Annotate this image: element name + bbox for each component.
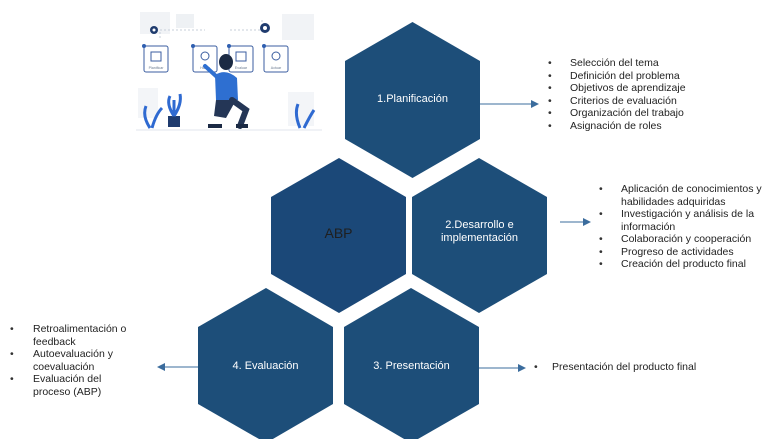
hexagon-label-line: 2.Desarrollo e — [445, 219, 514, 231]
list-item-line: Colaboración y cooperación — [621, 233, 752, 245]
list-item: Retroalimentación o feedback — [10, 323, 127, 348]
person-illustration — [203, 54, 250, 129]
list-item: Creación del producto final — [599, 258, 762, 271]
plant-icon — [143, 105, 164, 129]
tile-label: Actuar — [271, 66, 282, 70]
list-item: Selección del tema — [548, 57, 686, 70]
list-item-line: Aplicación de conocimientos y — [621, 183, 762, 195]
gear-icon — [150, 26, 158, 34]
list-presentacion: Presentación del producto final — [534, 361, 696, 374]
plant-icon — [167, 93, 182, 127]
list-item: Investigación y análisis de la informaci… — [599, 208, 762, 233]
list-evaluacion: Retroalimentación o feedback Autoevaluac… — [10, 323, 127, 398]
tile-label: Planificar — [149, 66, 165, 70]
hexagon-label-presentacion: 3. Presentación — [373, 360, 450, 372]
list-item: Evaluación del proceso (ABP) — [10, 373, 126, 398]
hexagon-presentacion — [344, 288, 479, 439]
list-item: Definición del problema — [548, 70, 686, 83]
list-item: Organización del trabajo — [548, 107, 686, 120]
list-planificacion: Selección del tema Definición del proble… — [548, 57, 686, 133]
illustration: Planificar Hacer Evaluar Actuar — [128, 8, 328, 138]
list-item: Criterios de evaluación — [548, 95, 686, 108]
list-item: Asignación de roles — [548, 120, 686, 133]
list-item-line: Evaluación del — [33, 373, 102, 385]
list-item: Progreso de actividades — [599, 245, 762, 259]
tile-label: Evaluar — [235, 66, 248, 70]
list-item: Presentación del producto final — [534, 361, 696, 374]
list-item: Colaboración y cooperación — [599, 233, 762, 246]
list-item-line: Progreso de actividades — [621, 245, 734, 258]
list-item-line: información — [621, 220, 676, 233]
gear-icon — [260, 23, 270, 33]
hexagon-label-planificacion: 1.Planificación — [377, 93, 448, 105]
list-item-line: Autoevaluación y — [33, 348, 113, 360]
list-item-line: feedback — [33, 335, 76, 348]
hexagon-label-line: implementación — [440, 232, 519, 244]
hexagon-planificacion — [345, 22, 480, 178]
hexagon-evaluacion — [198, 288, 333, 439]
list-item-line: habilidades adquiridas — [621, 195, 726, 208]
hexagon-label-center: ABP — [324, 225, 353, 241]
list-item: Autoevaluación y coevaluación — [10, 348, 126, 373]
hexagon-label-desarrollo: 2.Desarrollo e implementación — [412, 219, 547, 245]
list-item-line: coevaluación — [33, 360, 95, 373]
hexagon-center — [271, 158, 406, 313]
list-desarrollo: Aplicación de conocimientos y habilidade… — [599, 183, 762, 271]
plant-icon — [294, 103, 316, 129]
hexagon-label-evaluacion: 4. Evaluación — [232, 360, 299, 372]
list-item: Aplicación de conocimientos y habilidade… — [599, 183, 762, 208]
list-item-line: Creación del producto final — [621, 258, 746, 270]
list-item-line: Retroalimentación o — [33, 323, 127, 335]
hexagon-desarrollo — [412, 158, 547, 313]
list-item: Objetivos de aprendizaje — [548, 82, 685, 95]
list-item-line: Investigación y análisis de la — [621, 208, 755, 220]
list-item-line: proceso (ABP) — [33, 385, 102, 398]
